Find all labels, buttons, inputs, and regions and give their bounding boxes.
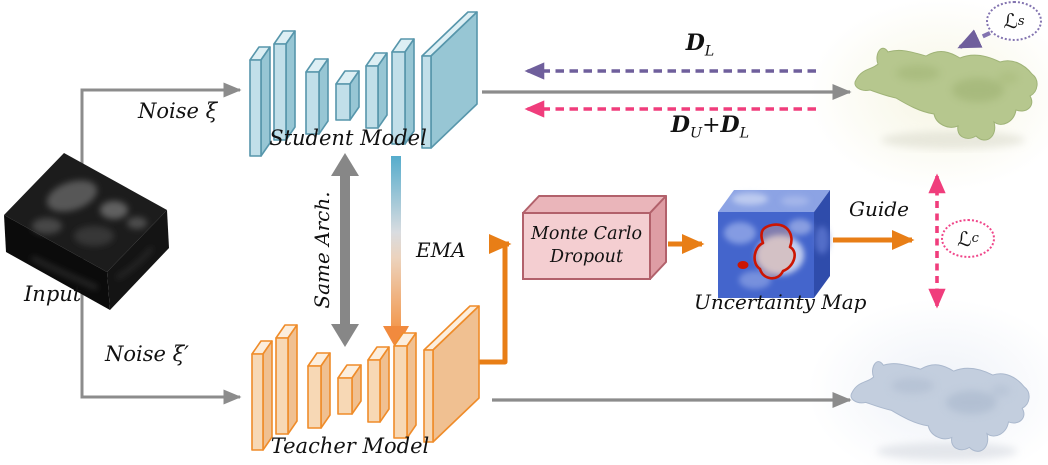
conv-block bbox=[251, 340, 273, 451]
lc-sub: c bbox=[971, 231, 979, 246]
conv-block bbox=[275, 324, 298, 435]
dudl-label: DU+DL bbox=[648, 112, 772, 141]
mc-dropout-label: Monte Carlo Dropout bbox=[523, 215, 650, 277]
ls-base: ℒ bbox=[1003, 9, 1018, 33]
noise-student-label: Noise ξ bbox=[138, 99, 218, 123]
dudl-plus: + bbox=[702, 113, 721, 138]
mc-dropout-line2: Dropout bbox=[550, 247, 623, 267]
noise-teacher-label: Noise ξ′ bbox=[105, 342, 189, 366]
dl-sub: L bbox=[704, 43, 715, 60]
conv-block bbox=[365, 52, 388, 129]
guide-label: Guide bbox=[849, 197, 909, 221]
dudl-base2: D bbox=[720, 112, 740, 138]
output-panel bbox=[423, 305, 480, 443]
student-model-label: Student Model bbox=[269, 126, 427, 150]
dudl-base1: D bbox=[670, 112, 690, 138]
dl-label: DL bbox=[664, 30, 736, 59]
mc-dropout-box bbox=[522, 195, 667, 280]
conv-block bbox=[307, 352, 331, 429]
teacher-model-label: Teacher Model bbox=[270, 434, 430, 458]
teacher-to-mc-arrow bbox=[470, 234, 512, 365]
input-volume bbox=[4, 153, 169, 310]
dl-base: D bbox=[685, 30, 705, 56]
ls-to-mesh-arrow bbox=[957, 29, 991, 49]
same-arch-double-arrow bbox=[331, 153, 359, 347]
same-arch-label: Same Arch. bbox=[310, 191, 334, 309]
conv-block bbox=[249, 46, 271, 157]
output-panel bbox=[421, 11, 478, 149]
conv-block bbox=[273, 30, 296, 141]
uncertainty-map-label: Uncertainty Map bbox=[694, 290, 867, 314]
conv-block bbox=[391, 38, 415, 145]
ls-sub: s bbox=[1017, 13, 1025, 29]
uncertainty-cube bbox=[718, 190, 830, 298]
dudl-sub1: U bbox=[690, 125, 703, 142]
prediction-mesh-student bbox=[854, 47, 1038, 149]
ema-gradient-arrow bbox=[383, 156, 409, 349]
dudl-sub2: L bbox=[739, 125, 750, 142]
conv-block bbox=[337, 364, 362, 415]
conv-block bbox=[367, 346, 390, 423]
teacher-unet bbox=[251, 305, 480, 451]
uncertainty-contour bbox=[753, 223, 796, 280]
student-unet bbox=[249, 11, 478, 157]
mc-dropout-line1: Monte Carlo bbox=[531, 224, 642, 245]
input-label: Input bbox=[24, 282, 82, 306]
ema-label: EMA bbox=[416, 238, 466, 262]
lc-base: ℒ bbox=[957, 226, 972, 251]
prediction-mesh-teacher bbox=[850, 361, 1030, 461]
conv-block bbox=[393, 332, 417, 439]
conv-block bbox=[305, 58, 329, 135]
conv-block bbox=[335, 70, 360, 121]
